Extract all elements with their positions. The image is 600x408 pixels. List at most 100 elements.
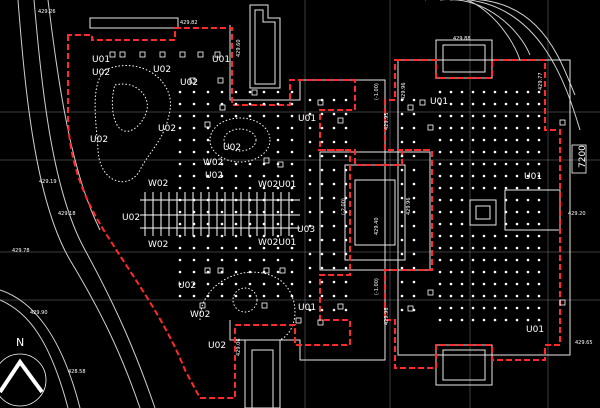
grid-dot [276,102,280,106]
grid-dot [248,162,252,166]
zone-label: U02 [223,143,241,153]
grid-dot [400,154,404,158]
grid-dot [332,154,336,158]
grid-dot [290,186,294,190]
grid-dot [526,174,530,178]
zone-label: U03 [297,225,315,235]
grid-dot [248,294,252,298]
grid-dot [471,114,475,118]
grid-dot [412,294,416,298]
grid-dot [482,186,486,190]
zone-label: U02 [208,341,226,351]
grid-dot [234,102,238,106]
grid-dot [493,162,497,166]
grid-dot [320,280,324,284]
grid-dot [526,186,530,190]
grid-dot [320,168,324,172]
column-grid [178,90,541,322]
column-square [204,267,211,274]
grid-dot [308,266,312,270]
grid-dot [400,238,404,242]
grid-dot [320,196,324,200]
grid-dot [332,168,336,172]
grid-dot [344,140,348,144]
grid-dot [344,112,348,116]
grid-dot [493,174,497,178]
zone-label: U02 [180,78,198,88]
zone-label: U01 [212,55,230,65]
grid-dot [471,150,475,154]
grid-dot [515,234,519,238]
grid-dot [234,282,238,286]
grid-dot [449,282,453,286]
grid-dot [504,150,508,154]
grid-dot [449,294,453,298]
grid-dot [460,222,464,226]
elevation-label: 429.78 [12,248,30,254]
grid-dot [308,210,312,214]
grid-dot [400,168,404,172]
grid-dot [320,182,324,186]
elevation-label: 429.19 [39,179,57,185]
grid-dot [400,140,404,144]
grid-dot [276,126,280,130]
column-square [263,157,270,164]
column-square [279,267,286,274]
grid-dot [537,198,541,202]
column-square [559,299,566,306]
elevation-label: 429.26 [38,9,56,15]
grid-dot [332,112,336,116]
grid-dot [515,162,519,166]
grid-dot [332,238,336,242]
grid-dot [526,198,530,202]
grid-dot [504,198,508,202]
grid-dot [308,140,312,144]
grid-dot [460,114,464,118]
grid-dot [515,90,519,94]
grid-dot [438,150,442,154]
grid-dot [449,150,453,154]
grid-dot [460,306,464,310]
elevation-label: 429.18 [58,211,76,217]
grid-dot [220,186,224,190]
grid-dot [460,102,464,106]
grid-dot [220,114,224,118]
grid-dot [526,246,530,250]
grid-dot [234,294,238,298]
grid-dot [178,294,182,298]
grid-dot [206,174,210,178]
grid-dot [515,318,519,322]
grid-dot [482,282,486,286]
grid-dot [290,174,294,178]
zone-label: W02 [148,240,168,250]
grid-dot [344,210,348,214]
column-square [407,305,414,312]
grid-dot [471,162,475,166]
grid-dot [412,266,416,270]
grid-dot [412,154,416,158]
column-square [261,302,268,309]
grid-dot [206,90,210,94]
grid-dot [471,258,475,262]
grid-dot [493,282,497,286]
grid-dot [537,126,541,130]
grid-dot [332,196,336,200]
grid-dot [515,306,519,310]
grid-dot [482,102,486,106]
grid-dot [344,294,348,298]
grid-dot [438,102,442,106]
grid-dot [320,238,324,242]
grid-dot [320,126,324,130]
grid-dot [493,294,497,298]
grid-dot [178,174,182,178]
grid-dot [537,306,541,310]
grid-dot [192,294,196,298]
grid-dot [438,270,442,274]
grid-dot [332,126,336,130]
grid-dot [449,306,453,310]
elevation-labels: 429.26 429.82 429.88 429.77 429.96 429.9… [12,9,593,375]
elevation-label: (-1.00) [374,278,380,295]
grid-dot [276,114,280,118]
grid-dot [290,150,294,154]
grid-dot [178,186,182,190]
